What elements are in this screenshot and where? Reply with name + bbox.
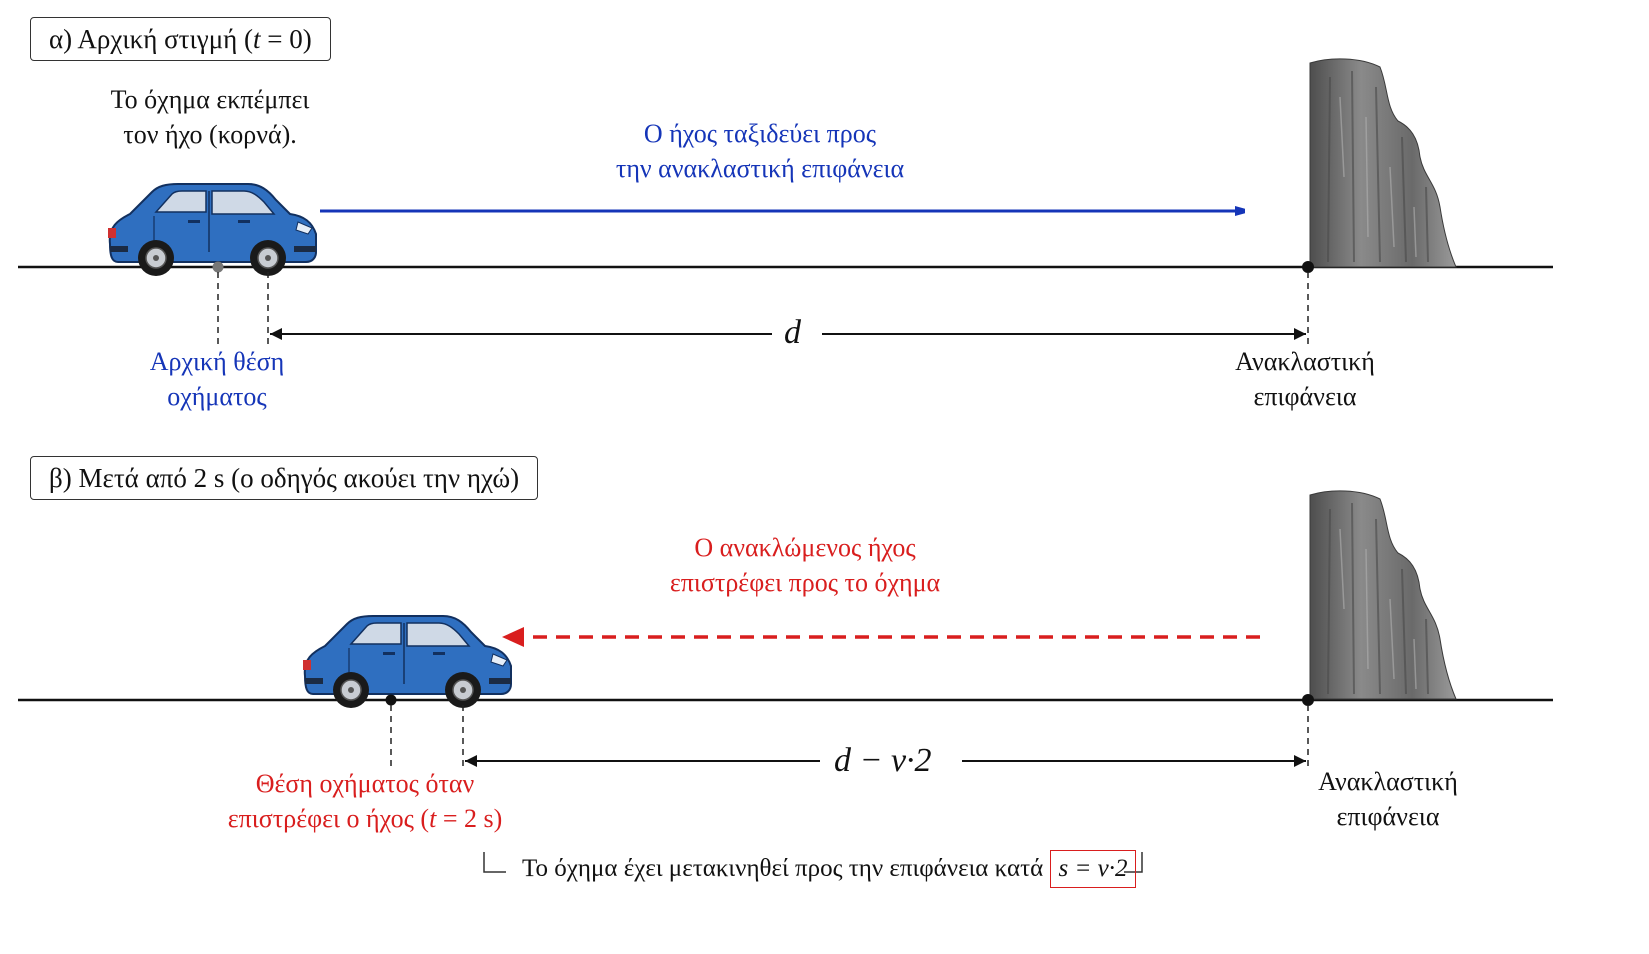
car-position-caption: Θέση οχήματος όταν επιστρέφει ο ήχος (t …	[227, 769, 503, 833]
surface-caption-b: Ανακλαστική επιφάνεια	[1318, 767, 1458, 831]
note-bracket-left	[483, 852, 506, 873]
surface-point-marker-a	[1302, 261, 1314, 273]
car-icon	[107, 183, 317, 277]
panel-a-label: α) Αρχική στιγμή (t = 0)	[30, 17, 331, 61]
start-point-marker	[212, 261, 224, 273]
surface-point-marker-b	[1302, 694, 1314, 706]
distance-label-a: d	[774, 313, 811, 353]
emit-caption: Το όχημα εκπέμπει τον ήχο (κορνά).	[110, 85, 310, 149]
car-position-marker	[385, 694, 397, 706]
displacement-formula: s = v·2	[1049, 850, 1137, 888]
surface-caption-a: Ανακλαστική επιφάνεια	[1235, 347, 1375, 411]
panel-b-label: β) Μετά από 2 s (ο οδηγός ακούει την ηχώ…	[30, 456, 539, 500]
distance-label-b: d − v·2	[824, 741, 942, 781]
sound-forward-caption: Ο ήχος ταξιδεύει προς την ανακλαστική επ…	[615, 119, 905, 183]
sound-reflected-arrowhead	[502, 627, 524, 647]
start-position-caption: Αρχική θέση οχήματος	[149, 347, 285, 411]
sound-reflected-caption: Ο ανακλώμενος ήχος επιστρέφει προς το όχ…	[669, 533, 941, 597]
note-bracket-right	[1124, 852, 1143, 873]
rock-wall-icon	[1309, 57, 1457, 269]
rock-wall-icon	[1309, 489, 1457, 700]
car-icon	[302, 615, 512, 709]
displacement-note: Το όχημα έχει μετακινηθεί προς την επιφά…	[522, 850, 1137, 888]
